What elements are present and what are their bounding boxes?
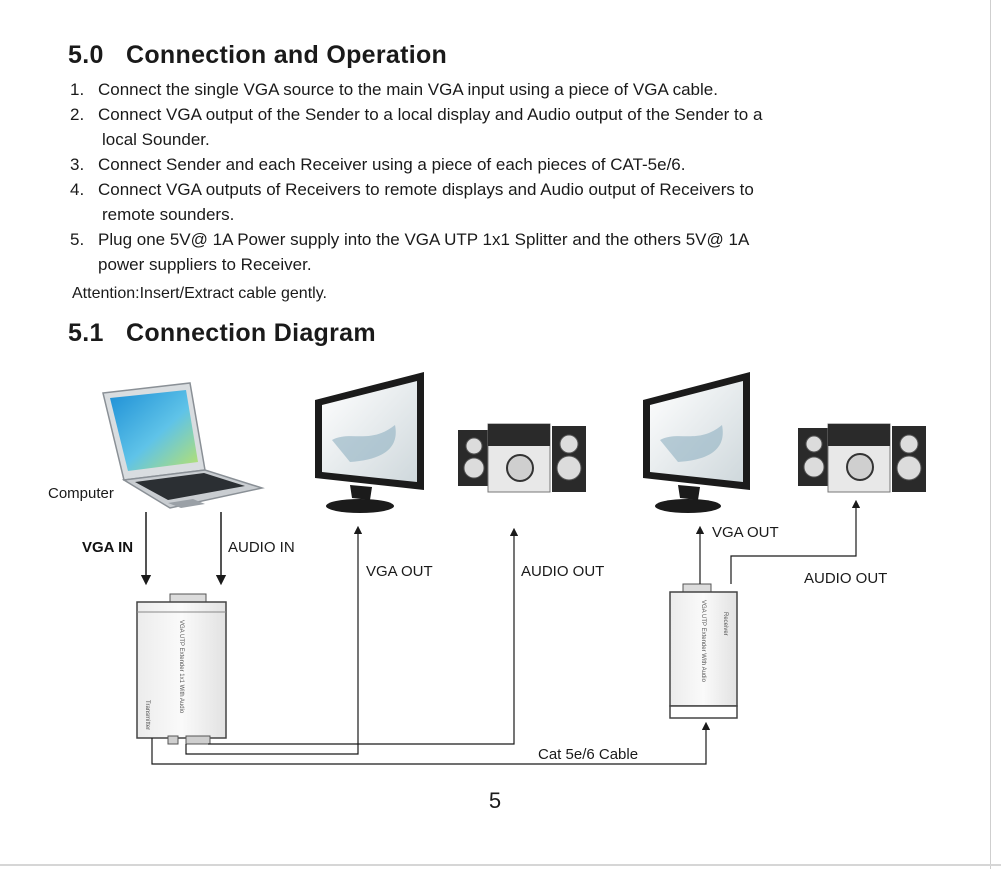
sender-device-label: VGA UTP Extender 1x1 With Audio <box>178 620 184 714</box>
computer-label: Computer <box>48 485 114 502</box>
page-number: 5 <box>488 788 502 813</box>
cable-label: Cat 5e/6 Cable <box>538 746 638 763</box>
audio-in-label: AUDIO IN <box>228 539 295 556</box>
speaker-set-icon <box>798 423 926 493</box>
receiver-audio-out-label: AUDIO OUT <box>804 570 887 587</box>
step-item: 2.Connect VGA output of the Sender to a … <box>70 105 763 149</box>
sender-device-sub: Transmitter <box>144 700 150 730</box>
audio-out-label: AUDIO OUT <box>521 563 604 580</box>
cat-cable <box>151 721 711 765</box>
vga-out-cable <box>185 525 363 755</box>
attention-note: Attention:Insert/Extract cable gently. <box>72 285 327 302</box>
receiver-vga-out-label: VGA OUT <box>712 524 779 541</box>
receiver-audio-out-cable <box>730 499 861 584</box>
section-title: Connection and Operation <box>126 41 448 69</box>
receiver-device-label: VGA UTP Extender With Audio <box>700 600 706 683</box>
sender-device: VGA UTP Extender 1x1 With Audio Transmit… <box>136 593 227 745</box>
monitor-icon <box>643 372 750 513</box>
section-number: 5.0 <box>68 41 104 69</box>
speaker-set-icon <box>458 423 586 493</box>
receiver-device: VGA UTP Extender With Audio Receiver <box>669 583 738 719</box>
right-page-edge <box>990 0 991 869</box>
step-item: 5.Plug one 5V@ 1A Power supply into the … <box>70 230 750 274</box>
section-number: 5.1 <box>68 319 104 347</box>
receiver-device-sub: Receiver <box>722 612 728 636</box>
step-item: 1.Connect the single VGA source to the m… <box>70 80 718 99</box>
audio-out-cable <box>208 527 519 745</box>
section-title: Connection Diagram <box>126 319 376 347</box>
connection-diagram: Computer <box>48 372 926 765</box>
step-item: 3.Connect Sender and each Receiver using… <box>70 155 686 174</box>
step-item: 4.Connect VGA outputs of Receivers to re… <box>70 180 754 224</box>
section-heading-5-1: 5.1 Connection Diagram <box>68 319 376 348</box>
laptop-icon <box>102 382 265 509</box>
steps-list: 1.Connect the single VGA source to the m… <box>70 77 970 277</box>
vga-out-label: VGA OUT <box>366 563 433 580</box>
section-heading-5-0: 5.0 Connection and Operation <box>68 41 447 70</box>
bottom-page-edge <box>0 864 1001 866</box>
monitor-icon <box>315 372 424 513</box>
vga-in-label: VGA IN <box>82 539 133 556</box>
